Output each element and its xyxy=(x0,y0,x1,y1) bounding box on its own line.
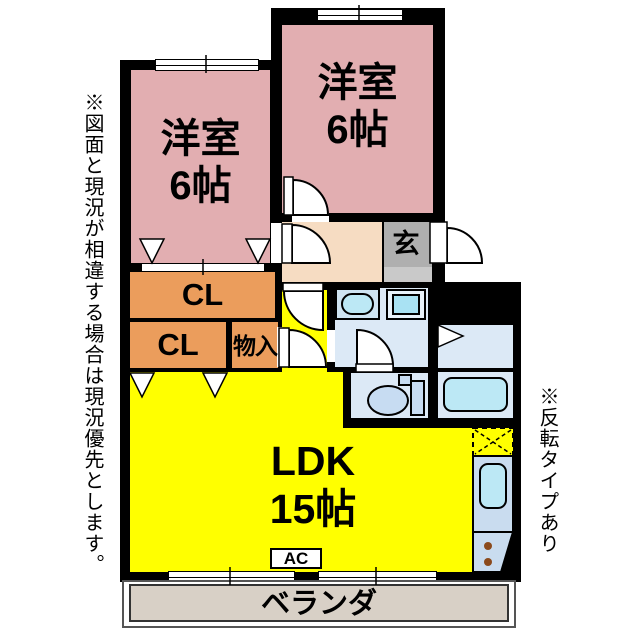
bath-divider xyxy=(438,368,513,372)
closet-door-mark-3 xyxy=(128,372,156,399)
bath-door-mark xyxy=(437,323,465,349)
window-bedroom-left-top xyxy=(155,59,259,71)
room-bedroom-left xyxy=(131,70,270,263)
closet-door-mark-1 xyxy=(138,238,166,265)
bedroom-right-label: 洋室 6帖 xyxy=(317,61,398,153)
closet-upper-label: CL xyxy=(181,277,224,312)
door-arc-entrance xyxy=(446,226,484,264)
washroom-sink xyxy=(341,293,374,315)
room-storage xyxy=(232,322,278,368)
doorway-bedroom-right xyxy=(292,213,329,222)
veranda-floor xyxy=(129,584,509,622)
ac-label: AC xyxy=(270,548,322,569)
door-arc-bedroom-right xyxy=(292,178,330,216)
door-leaf-corridor xyxy=(282,282,324,292)
door-leaf-washroom xyxy=(355,363,394,373)
room-closet-lower xyxy=(130,322,226,368)
door-arc-corridor xyxy=(282,290,324,332)
kitchen-stove-counter xyxy=(472,531,515,573)
toilet-tank xyxy=(410,380,425,416)
toilet-bowl xyxy=(367,385,409,416)
room-closet-upper xyxy=(130,272,275,318)
ldk-label: LDK 15帖 xyxy=(269,438,357,533)
door-leaf-entrance xyxy=(429,221,448,264)
veranda-label: ベランダ xyxy=(260,588,377,620)
door-arc-bedroom-left xyxy=(291,223,332,264)
closet-door-mark-4 xyxy=(201,372,229,399)
door-arc-washroom xyxy=(356,328,395,367)
door-arc-storage xyxy=(288,328,328,368)
closet-lower-label: CL xyxy=(157,327,199,362)
closet-door-mark-2 xyxy=(244,238,272,265)
stove-burner-1 xyxy=(484,542,492,550)
doorway-washroom xyxy=(327,330,335,362)
room-bedroom-right xyxy=(282,25,433,213)
bathtub xyxy=(443,377,508,412)
storage-label: 物入 xyxy=(233,333,278,359)
bedroom-left-label: 洋室 6帖 xyxy=(160,117,241,209)
door-leaf-storage xyxy=(278,327,290,368)
right-reverse-type-note: ※反転タイプあり xyxy=(536,386,558,554)
fridge-space-cross-2 xyxy=(474,429,512,455)
stove-burner-2 xyxy=(484,558,492,566)
left-disclaimer-note: ※図面と現況が相違する場合は現況優先とします。 xyxy=(81,92,103,575)
door-leaf-bedroom-left xyxy=(281,223,293,264)
entrance-label: 玄 xyxy=(392,229,420,259)
room-entrance-step xyxy=(382,267,432,282)
washing-machine-tub xyxy=(392,294,420,315)
room-entrance xyxy=(382,222,432,267)
door-leaf-bedroom-right xyxy=(283,176,294,216)
toilet-lid xyxy=(398,374,412,386)
window-bedroom-right-top xyxy=(317,9,403,21)
doorway-bedroom-left xyxy=(271,223,282,263)
kitchen-sink xyxy=(479,463,507,509)
